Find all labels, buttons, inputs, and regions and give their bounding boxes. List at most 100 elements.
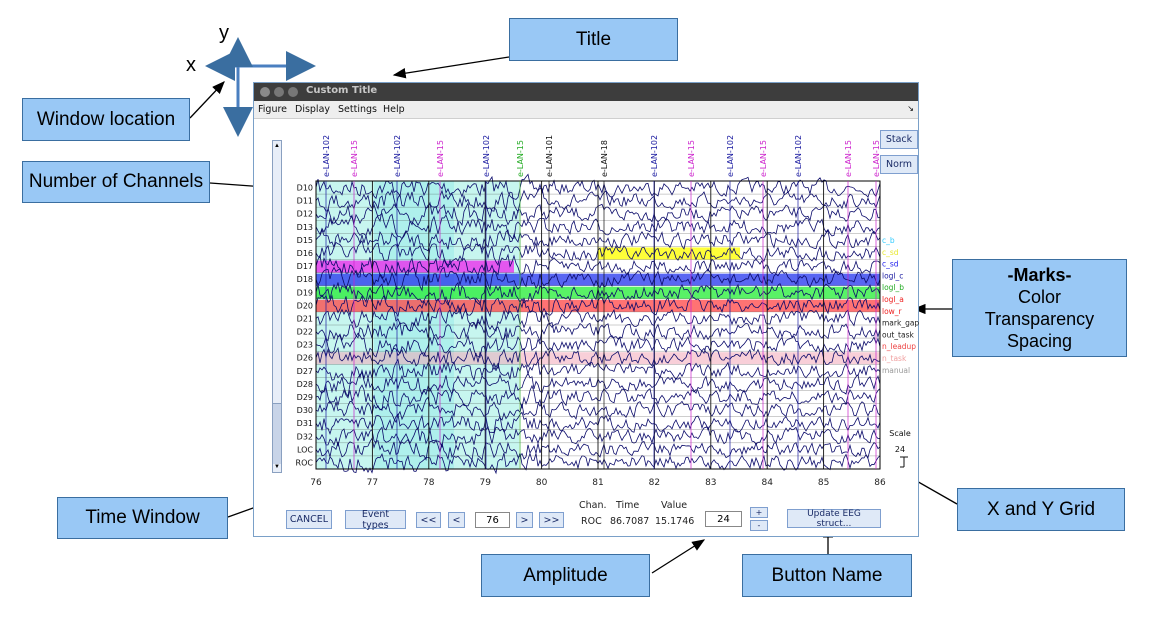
event-label: e-LAN-15	[687, 140, 696, 177]
time-tick-label: 82	[649, 478, 660, 488]
menu-help[interactable]: Help	[383, 104, 405, 115]
event-label: e-LAN-15	[872, 140, 881, 177]
nav-last-button[interactable]: >>	[539, 512, 564, 528]
scale-label: Scale	[889, 429, 911, 438]
menu-display[interactable]: Display	[295, 104, 331, 115]
mark-label: logl_c	[882, 271, 903, 280]
channel-label: LOC	[297, 445, 313, 454]
marks-callout: -Marks- Color Transparency Spacing	[952, 259, 1127, 357]
time-tick-label: 79	[479, 478, 491, 488]
time-tick-label: 85	[818, 478, 829, 488]
event-label: e-LAN-15	[350, 140, 359, 177]
stack-button[interactable]: Stack	[880, 130, 918, 149]
nav-first-button[interactable]: <<	[416, 512, 441, 528]
channel-label: D32	[297, 432, 313, 441]
menu-bar: Figure Display Settings Help ↘	[254, 101, 918, 119]
time-tick-label: 77	[367, 478, 378, 488]
mark-band	[316, 260, 514, 273]
event-label: e-LAN-15	[759, 140, 768, 177]
time-tick-label: 86	[874, 478, 886, 488]
event-label: e-LAN-15	[436, 140, 445, 177]
maximize-icon[interactable]	[288, 87, 298, 97]
event-label: e-LAN-102	[482, 135, 491, 177]
scroll-down-icon[interactable]: ▼	[274, 464, 280, 470]
channel-scrollbar[interactable]: ▲ ▼	[272, 140, 282, 473]
x-and-y-grid-callout: X and Y Grid	[957, 488, 1125, 531]
amplitude-minus-button[interactable]: -	[750, 520, 768, 531]
menu-figure[interactable]: Figure	[258, 104, 288, 115]
time-input[interactable]: 76	[475, 512, 510, 528]
x-axis-label: x	[186, 54, 196, 76]
time-window-callout: Time Window	[57, 497, 228, 539]
event-label: e-LAN-15	[516, 140, 525, 177]
mark-label: manual	[882, 366, 910, 375]
amplitude-plus-button[interactable]: +	[750, 507, 768, 518]
number-of-channels-callout: Number of Channels	[22, 161, 210, 203]
event-label: e-LAN-18	[600, 140, 609, 177]
window-title: Custom Title	[306, 85, 378, 96]
channel-label: D15	[297, 236, 313, 245]
channel-label: D29	[297, 393, 313, 402]
window-titlebar[interactable]: Custom Title	[254, 83, 918, 101]
nav-prev-button[interactable]: <	[448, 512, 465, 528]
scale-bar-icon	[900, 456, 908, 468]
channel-label: D19	[297, 288, 313, 297]
minimize-icon[interactable]	[274, 87, 284, 97]
amplitude-input[interactable]: 24	[705, 511, 742, 527]
channel-label: D28	[297, 380, 313, 389]
plot-border	[315, 180, 881, 470]
event-label: e-LAN-102	[650, 135, 659, 177]
norm-button[interactable]: Norm	[880, 155, 918, 174]
channel-label: D22	[297, 328, 313, 337]
value-readout: 15.1746	[655, 516, 695, 527]
channel-label: D12	[297, 210, 313, 219]
channel-label: D30	[297, 406, 313, 415]
mark-label: out_task	[882, 330, 914, 339]
channel-label: D20	[297, 301, 313, 310]
channel-label: D11	[297, 197, 313, 206]
time-tick-label: 81	[592, 478, 603, 488]
channel-label: ROC	[296, 458, 314, 467]
close-icon[interactable]	[260, 87, 270, 97]
mark-label: n_leadup	[882, 342, 916, 351]
amplitude-callout: Amplitude	[481, 554, 650, 597]
mark-label: c_b	[882, 236, 895, 245]
event-label: e-LAN-15	[844, 140, 853, 177]
chan-readout: ROC	[581, 516, 602, 527]
value-header: Value	[661, 500, 688, 511]
event-types-button[interactable]: Event types	[345, 509, 406, 531]
event-label: e-LAN-101	[545, 135, 554, 177]
dock-icon[interactable]: ↘	[907, 104, 914, 113]
channel-label: D13	[297, 223, 313, 232]
y-axis-label: y	[219, 22, 229, 44]
channel-label: D18	[297, 275, 313, 284]
time-tick-label: 76	[310, 478, 322, 488]
time-tick-label: 78	[423, 478, 435, 488]
time-tick-label: 83	[705, 478, 716, 488]
scale-value: 24	[895, 445, 905, 454]
scroll-thumb[interactable]	[273, 403, 281, 464]
channel-label: D10	[297, 184, 313, 193]
mark-label: mark_gap	[882, 319, 919, 328]
mark-label: logl_b	[882, 283, 904, 292]
window-location-callout: Window location	[22, 98, 190, 141]
marks-heading: -Marks-	[1007, 265, 1072, 285]
channel-label: D31	[297, 419, 313, 428]
channel-label: D21	[297, 314, 313, 323]
event-label: e-LAN-102	[322, 135, 331, 177]
mark-band	[598, 247, 740, 260]
channel-label: D27	[297, 367, 313, 376]
scroll-up-icon[interactable]: ▲	[274, 143, 280, 149]
cancel-button[interactable]: CANCEL	[286, 510, 332, 529]
update-eeg-struct-button[interactable]: Update EEG struct...	[787, 509, 881, 529]
channel-label: D16	[297, 249, 313, 258]
title-callout: Title	[509, 18, 678, 61]
channel-label: D17	[297, 262, 313, 271]
menu-settings[interactable]: Settings	[338, 104, 377, 115]
mark-label: low_r	[882, 307, 903, 316]
nav-next-button[interactable]: >	[516, 512, 533, 528]
event-label: e-LAN-102	[726, 135, 735, 177]
channel-label: D26	[297, 354, 313, 363]
mark-label: n_task	[882, 354, 907, 363]
